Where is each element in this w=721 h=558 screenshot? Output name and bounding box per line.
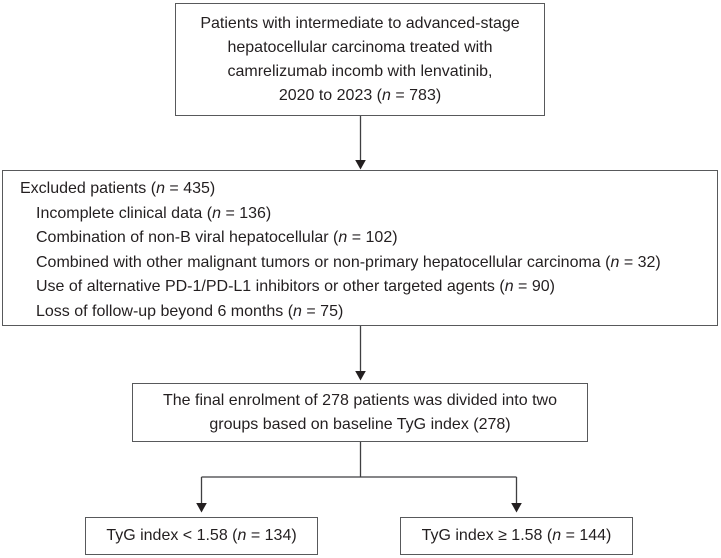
- box-line: TyG index < 1.58 (n = 134): [86, 518, 317, 554]
- text-segment: 2020 to 2023 (: [278, 87, 383, 104]
- excluded-title: Excluded patients (n = 435): [20, 177, 717, 202]
- box-line: Patients with intermediate to advanced-s…: [176, 12, 544, 36]
- arrow-down-icon: [355, 371, 366, 381]
- text-segment: = 75): [301, 302, 344, 320]
- text-segment: = 435): [164, 180, 216, 197]
- top-box: Patients with intermediate to advanced-s…: [175, 3, 545, 116]
- n-italic: n: [156, 180, 165, 197]
- n-italic: n: [552, 527, 562, 544]
- tyg-low-box: TyG index < 1.58 (n = 134): [85, 517, 318, 555]
- text-segment: TyG index < 1.58 (: [106, 527, 238, 544]
- enrolment-box: The final enrolment of 278 patients was …: [132, 383, 588, 442]
- box-line: TyG index ≥ 1.58 (n = 144): [401, 518, 632, 554]
- arrow-down-icon: [511, 503, 522, 513]
- excluded-item: Use of alternative PD-1/PD-L1 inhibitors…: [20, 275, 717, 300]
- arrow-down-icon: [196, 503, 207, 513]
- excluded-item: Incomplete clinical data (n = 136): [20, 202, 717, 227]
- text-segment: = 134): [246, 527, 297, 544]
- text-segment: Patients with intermediate to advanced-s…: [200, 15, 520, 32]
- n-italic: n: [382, 87, 391, 104]
- n-italic: n: [293, 302, 302, 320]
- excluded-item: Combined with other malignant tumors or …: [20, 251, 717, 276]
- box-line: camrelizumab incomb with lenvatinib,: [176, 60, 544, 84]
- branch-connector-line: [200, 442, 518, 505]
- text-segment: Combination of non-B viral hepatocellula…: [36, 229, 339, 246]
- excluded-patients-box: Excluded patients (n = 435) Incomplete c…: [2, 170, 718, 326]
- text-segment: = 783): [390, 87, 442, 104]
- n-italic: n: [610, 253, 620, 271]
- box-line: groups based on baseline TyG index (278): [133, 413, 587, 437]
- box-line: 2020 to 2023 (n = 783): [176, 84, 544, 108]
- n-italic: n: [212, 204, 221, 222]
- text-segment: Combined with other malignant tumors or …: [36, 253, 611, 271]
- text-segment: Excluded patients (: [20, 180, 157, 197]
- text-segment: = 136): [221, 204, 272, 222]
- excluded-item: Loss of follow-up beyond 6 months (n = 7…: [20, 300, 717, 325]
- text-segment: = 102): [347, 229, 398, 246]
- n-italic: n: [237, 527, 247, 544]
- box-line: The final enrolment of 278 patients was …: [133, 389, 587, 413]
- arrow-down-icon: [355, 160, 366, 170]
- n-italic: n: [504, 278, 514, 295]
- excluded-item: Combination of non-B viral hepatocellula…: [20, 226, 717, 251]
- text-segment: camrelizumab incomb with lenvatinib,: [227, 63, 493, 80]
- text-segment: groups based on baseline TyG index (278): [209, 416, 511, 433]
- text-segment: The final enrolment of 278 patients was …: [162, 392, 557, 409]
- text-segment: Incomplete clinical data (: [36, 204, 213, 222]
- text-segment: = 90): [513, 278, 555, 295]
- box-line: hepatocellular carcinoma treated with: [176, 36, 544, 60]
- tyg-high-box: TyG index ≥ 1.58 (n = 144): [400, 517, 633, 555]
- text-segment: Use of alternative PD-1/PD-L1 inhibitors…: [36, 278, 505, 295]
- text-segment: TyG index ≥ 1.58 (: [421, 527, 553, 544]
- text-segment: = 144): [561, 527, 612, 544]
- text-segment: = 32): [619, 253, 661, 271]
- n-italic: n: [338, 229, 348, 246]
- text-segment: hepatocellular carcinoma treated with: [227, 39, 493, 56]
- text-segment: Loss of follow-up beyond 6 months (: [36, 302, 294, 320]
